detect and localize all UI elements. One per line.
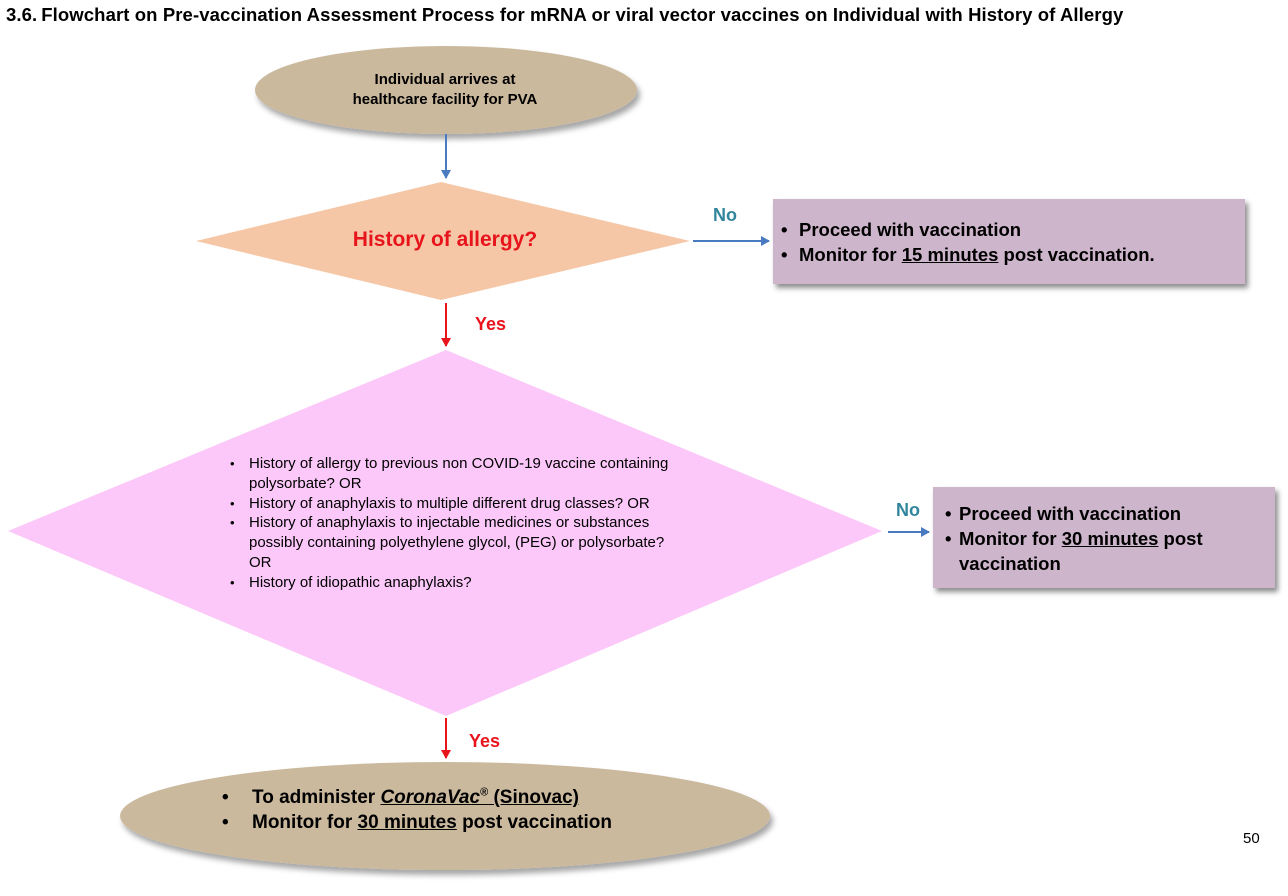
bullet-icon: • — [945, 528, 952, 549]
end-item-monitor: • Monitor for 30 minutes post vaccination — [222, 810, 722, 835]
decision2-criterion: • History of idiopathic anaphylaxis? — [230, 573, 670, 593]
monitor-prefix: Monitor for — [959, 528, 1062, 549]
monitor-duration: 30 minutes — [1061, 528, 1159, 549]
decision2-no-label: No — [896, 500, 920, 520]
monitor-suffix: post vaccination — [959, 528, 1203, 574]
decision2-criterion: • History of allergy to previous non COVI… — [230, 454, 670, 494]
criterion-text: History of anaphylaxis to multiple diffe… — [249, 494, 650, 512]
criterion-text: History of anaphylaxis to injectable med… — [249, 514, 665, 571]
bullet-icon: • — [230, 515, 235, 531]
decision2-criterion: • History of anaphylaxis to injectable me… — [230, 513, 670, 572]
title-number: 3.6. — [6, 4, 38, 25]
bullet-icon: • — [222, 812, 229, 833]
bullet-icon: • — [222, 787, 229, 808]
criterion-text: History of allergy to previous non COVID… — [249, 455, 669, 492]
decision1-no-label: No — [713, 205, 737, 225]
decision2-criterion: • History of anaphylaxis to multiple diff… — [230, 494, 670, 514]
monitor-duration: 30 minutes — [357, 812, 457, 833]
bullet-icon: • — [230, 456, 235, 471]
outcome-box-30min: • Proceed with vaccination • Monitor for 3… — [933, 487, 1275, 588]
outcome-15min-item-proceed: • Proceed with vaccination — [781, 217, 1245, 242]
criterion-text: History of idiopathic anaphylaxis? — [249, 573, 472, 591]
registered-mark: ® — [480, 786, 489, 799]
decision1-diamond — [196, 182, 690, 300]
vaccine-maker: (Sinovac) — [488, 787, 579, 808]
outcome-box-15min: • Proceed with vaccination • Monitor for 1… — [773, 199, 1245, 284]
outcome-30min-item-proceed: • Proceed with vaccination — [945, 501, 1275, 526]
page-number: 50 — [1243, 830, 1260, 847]
outcome-30min-proceed-text: Proceed with vaccination — [959, 503, 1182, 524]
decision2-criteria-list: • History of allergy to previous non COVI… — [230, 454, 670, 593]
decision1-label: History of allergy? — [352, 228, 538, 251]
bullet-icon: • — [781, 219, 788, 240]
title-text: Flowchart on Pre-vaccination Assessment … — [41, 4, 1124, 25]
monitor-suffix: post vaccination — [456, 812, 612, 833]
end-node-list: • To administer CoronaVac® (Sinovac) • Mon… — [222, 785, 722, 835]
monitor-prefix: Monitor for — [252, 812, 358, 833]
bullet-icon: • — [945, 503, 952, 524]
vaccine-name: CoronaVac® (Sinovac) — [380, 787, 579, 808]
start-node-line1: Individual arrives at — [374, 71, 516, 88]
decision2-diamond — [8, 350, 882, 716]
start-node-line2: healthcare facility for PVA — [352, 91, 538, 108]
vaccine-brand: CoronaVac — [380, 787, 481, 808]
monitor-prefix: Monitor for — [799, 244, 902, 265]
outcome-15min-proceed-text: Proceed with vaccination — [799, 219, 1022, 240]
bullet-icon: • — [781, 244, 788, 265]
start-terminal — [255, 46, 637, 134]
decision2-yes-label: Yes — [469, 731, 501, 751]
monitor-duration: 15 minutes — [901, 244, 999, 265]
administer-prefix: To administer — [252, 787, 381, 808]
bullet-icon: • — [230, 495, 235, 511]
start-node-label: Individual arrives at healthcare facilit… — [280, 70, 610, 110]
monitor-suffix: post vaccination. — [998, 244, 1155, 265]
bullet-icon: • — [230, 574, 235, 590]
end-item-administer: • To administer CoronaVac® (Sinovac) — [222, 785, 722, 810]
outcome-15min-item-monitor: • Monitor for 15 minutes post vaccination… — [781, 242, 1245, 267]
outcome-30min-item-monitor: • Monitor for 30 minutes post vaccination — [945, 526, 1275, 576]
page-title: 3.6.Flowchart on Pre-vaccination Assessm… — [6, 4, 1276, 26]
decision1-yes-label: Yes — [475, 314, 507, 334]
end-terminal — [120, 762, 770, 870]
